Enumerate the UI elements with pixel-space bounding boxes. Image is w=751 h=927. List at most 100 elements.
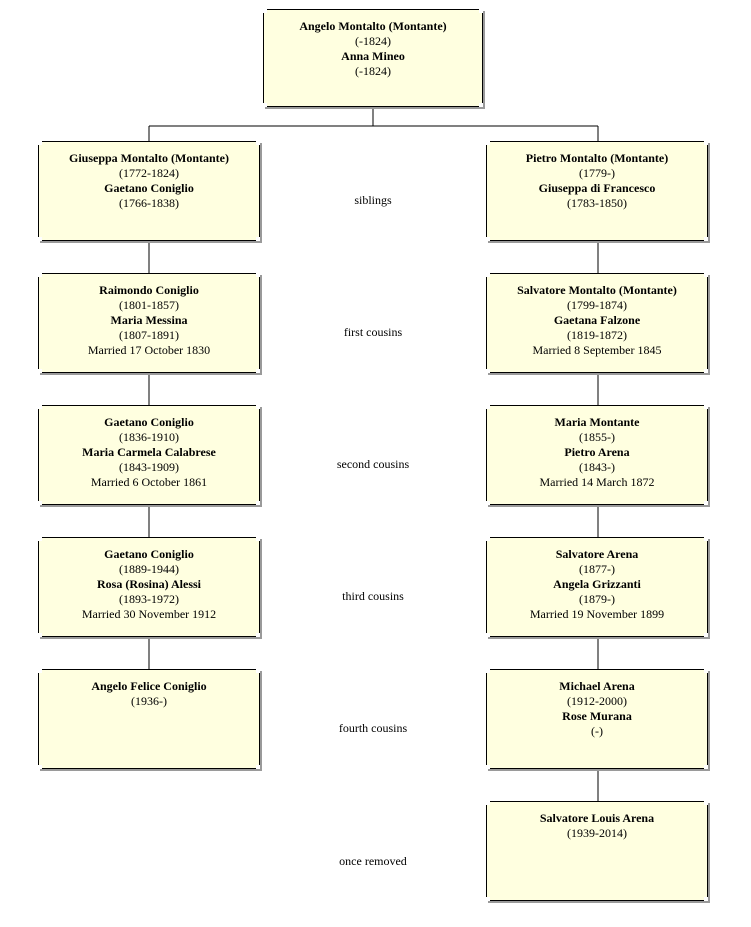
marriage-date: Married 19 November 1899 <box>529 607 665 621</box>
box-corner-notch <box>38 633 42 637</box>
right-branch-box-gen2[interactable]: Salvatore Montalto (Montante) (1799-1874… <box>486 273 708 373</box>
box-corner-notch <box>256 669 260 673</box>
box-corner-notch <box>486 669 490 673</box>
person-dates: (1877-) <box>579 562 615 576</box>
spouse-dates: (-1824) <box>355 64 391 78</box>
box-corner-notch <box>704 669 708 673</box>
person-name: Raimondo Coniglio <box>99 283 199 297</box>
person-dates: (-1824) <box>355 34 391 48</box>
box-corner-notch <box>704 765 708 769</box>
person-name: Gaetano Coniglio <box>104 415 194 429</box>
person-name: Gaetano Coniglio <box>104 547 194 561</box>
relationship-label: third cousins <box>342 589 404 603</box>
box-corner-notch <box>486 801 490 805</box>
box-corner-notch <box>256 237 260 241</box>
spouse-name: Rosa (Rosina) Alessi <box>96 577 201 591</box>
box-corner-notch <box>38 141 42 145</box>
box-corner-notch <box>486 405 490 409</box>
marriage-date: Married 8 September 1845 <box>532 343 662 357</box>
person-dates: (1836-1910) <box>119 430 179 444</box>
box-corner-notch <box>38 369 42 373</box>
person-dates: (1801-1857) <box>119 298 179 312</box>
spouse-name: Gaetano Coniglio <box>104 181 194 195</box>
left-branch-box-gen3[interactable]: Gaetano Coniglio (1836-1910) Maria Carme… <box>38 405 260 505</box>
box-corner-notch <box>704 237 708 241</box>
spouse-name: Angela Grizzanti <box>553 577 641 591</box>
spouse-name: Maria Messina <box>110 313 188 327</box>
spouse-dates: (1807-1891) <box>119 328 179 342</box>
box-corner-notch <box>38 765 42 769</box>
box-corner-notch <box>486 237 490 241</box>
box-corner-notch <box>479 9 483 13</box>
box-corner-notch <box>486 897 490 901</box>
box-corner-notch <box>38 537 42 541</box>
relationship-label: siblings <box>354 193 392 207</box>
box-corner-notch <box>704 369 708 373</box>
spouse-name: Maria Carmela Calabrese <box>82 445 216 459</box>
left-branch-box-gen4[interactable]: Gaetano Coniglio (1889-1944) Rosa (Rosin… <box>38 537 260 637</box>
person-name: Salvatore Montalto (Montante) <box>517 283 677 297</box>
box-corner-notch <box>704 633 708 637</box>
person-dates: (1772-1824) <box>119 166 179 180</box>
box-corner-notch <box>479 103 483 107</box>
person-dates: (1939-2014) <box>567 826 627 840</box>
box-corner-notch <box>256 765 260 769</box>
person-dates: (1855-) <box>579 430 615 444</box>
spouse-name: Gaetana Falzone <box>553 313 641 327</box>
spouse-dates: (1819-1872) <box>567 328 627 342</box>
box-corner-notch <box>256 501 260 505</box>
box-corner-notch <box>38 669 42 673</box>
box-corner-notch <box>704 141 708 145</box>
box-corner-notch <box>486 273 490 277</box>
spouse-dates: (1893-1972) <box>119 592 179 606</box>
person-dates: (1799-1874) <box>567 298 627 312</box>
person-name: Pietro Montalto (Montante) <box>525 151 669 165</box>
spouse-name: Anna Mineo <box>341 49 405 63</box>
marriage-date: Married 6 October 1861 <box>90 475 208 489</box>
box-corner-notch <box>256 633 260 637</box>
spouse-dates: (1843-1909) <box>119 460 179 474</box>
box-corner-notch <box>38 501 42 505</box>
right-branch-box-gen5[interactable]: Michael Arena (1912-2000) Rose Murana (-… <box>486 669 708 769</box>
right-branch-box-gen3[interactable]: Maria Montante (1855-) Pietro Arena (184… <box>486 405 708 505</box>
relationship-label: once removed <box>339 854 407 868</box>
person-dates: (1936-) <box>131 694 167 708</box>
spouse-name: Pietro Arena <box>564 445 630 459</box>
relationship-label: second cousins <box>336 457 410 471</box>
person-name: Maria Montante <box>554 415 640 429</box>
left-branch-box-gen5[interactable]: Angelo Felice Coniglio (1936-) <box>38 669 260 769</box>
box-corner-notch <box>256 141 260 145</box>
root-couple-box[interactable]: Angelo Montalto (Montante) (-1824) Anna … <box>263 9 483 107</box>
right-branch-box-gen4[interactable]: Salvatore Arena (1877-) Angela Grizzanti… <box>486 537 708 637</box>
right-branch-box-gen6[interactable]: Salvatore Louis Arena (1939-2014) <box>486 801 708 901</box>
person-name: Angelo Montalto (Montante) <box>299 19 447 33</box>
box-corner-notch <box>263 103 267 107</box>
box-corner-notch <box>704 405 708 409</box>
box-corner-notch <box>486 501 490 505</box>
box-corner-notch <box>38 273 42 277</box>
box-corner-notch <box>486 141 490 145</box>
person-name: Giuseppa Montalto (Montante) <box>69 151 229 165</box>
box-corner-notch <box>704 501 708 505</box>
person-dates: (1779-) <box>579 166 615 180</box>
spouse-dates: (-) <box>591 724 603 738</box>
left-branch-box-gen2[interactable]: Raimondo Coniglio (1801-1857) Maria Mess… <box>38 273 260 373</box>
box-corner-notch <box>256 537 260 541</box>
box-corner-notch <box>38 237 42 241</box>
marriage-date: Married 14 March 1872 <box>539 475 655 489</box>
spouse-dates: (1843-) <box>579 460 615 474</box>
spouse-dates: (1879-) <box>579 592 615 606</box>
person-name: Salvatore Arena <box>555 547 639 561</box>
left-branch-box-gen1[interactable]: Giuseppa Montalto (Montante) (1772-1824)… <box>38 141 260 241</box>
box-corner-notch <box>486 633 490 637</box>
box-corner-notch <box>704 273 708 277</box>
box-corner-notch <box>256 369 260 373</box>
relationship-label: fourth cousins <box>338 721 408 735</box>
spouse-dates: (1783-1850) <box>567 196 627 210</box>
box-corner-notch <box>704 801 708 805</box>
box-corner-notch <box>704 897 708 901</box>
person-dates: (1912-2000) <box>567 694 627 708</box>
person-name: Michael Arena <box>559 679 635 693</box>
box-corner-notch <box>38 405 42 409</box>
right-branch-box-gen1[interactable]: Pietro Montalto (Montante) (1779-) Giuse… <box>486 141 708 241</box>
